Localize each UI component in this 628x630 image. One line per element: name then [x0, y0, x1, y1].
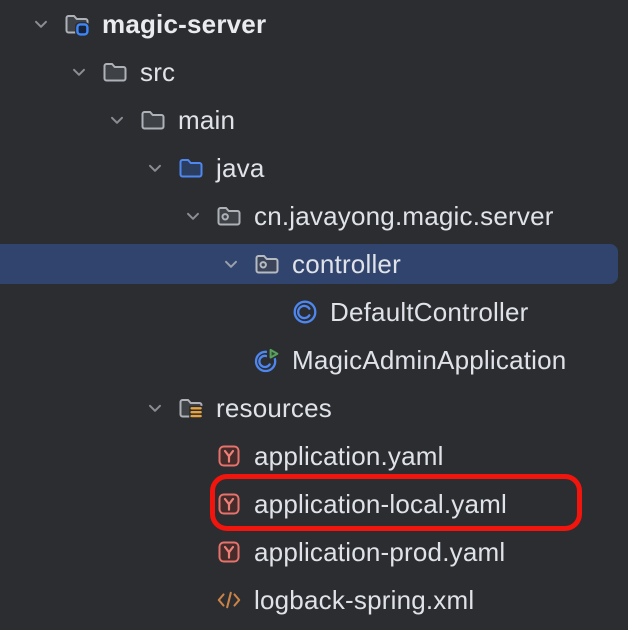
tree-row-application-local-yaml[interactable]: application-local.yaml	[0, 480, 628, 528]
tree-item-label: src	[140, 57, 176, 87]
tree-item-label: logback-spring.xml	[254, 585, 475, 615]
tree-item-label: main	[178, 105, 236, 135]
tree-item-label: java	[216, 153, 265, 183]
tree-item-label: application-local.yaml	[254, 489, 507, 519]
tree-item-label: cn.javayong.magic.server	[254, 201, 554, 231]
tree-item-label: magic-server	[102, 9, 267, 39]
chevron-down-icon[interactable]	[180, 203, 206, 229]
chevron-down-icon[interactable]	[218, 251, 244, 277]
tree-row-controller[interactable]: controller	[0, 240, 628, 288]
chevron-down-icon[interactable]	[142, 155, 168, 181]
tree-item-label: MagicAdminApplication	[292, 345, 567, 375]
tree-item-label: DefaultController	[330, 297, 529, 327]
tree-row-java[interactable]: java	[0, 144, 628, 192]
folder-icon	[100, 57, 130, 87]
tree-item-label: controller	[292, 249, 401, 279]
indent-spacer	[180, 587, 206, 613]
tree-row-logback-spring-xml[interactable]: logback-spring.xml	[0, 576, 628, 624]
tree-row-resources[interactable]: resources	[0, 384, 628, 432]
indent-spacer	[180, 491, 206, 517]
tree-row-main[interactable]: main	[0, 96, 628, 144]
yaml-file-icon	[214, 537, 244, 567]
tree-item-label: resources	[216, 393, 332, 423]
resources-folder-icon	[176, 393, 206, 423]
tree-item-label: application-prod.yaml	[254, 537, 506, 567]
tree-row-default-controller[interactable]: DefaultController	[0, 288, 628, 336]
tree-row-package-cn-javayong-magic-server[interactable]: cn.javayong.magic.server	[0, 192, 628, 240]
indent-spacer	[256, 299, 282, 325]
yaml-file-icon	[214, 489, 244, 519]
runnable-class-icon	[252, 345, 282, 375]
tree-row-src[interactable]: src	[0, 48, 628, 96]
chevron-down-icon[interactable]	[142, 395, 168, 421]
tree-row-application-prod-yaml[interactable]: application-prod.yaml	[0, 528, 628, 576]
chevron-down-icon[interactable]	[28, 11, 54, 37]
tree-row-magic-admin-application[interactable]: MagicAdminApplication	[0, 336, 628, 384]
indent-spacer	[180, 443, 206, 469]
tree-item-label: application.yaml	[254, 441, 444, 471]
indent-spacer	[218, 347, 244, 373]
tree-row-application-yaml[interactable]: application.yaml	[0, 432, 628, 480]
xml-file-icon	[214, 585, 244, 615]
package-icon	[214, 201, 244, 231]
chevron-down-icon[interactable]	[104, 107, 130, 133]
package-icon	[252, 249, 282, 279]
source-folder-icon	[176, 153, 206, 183]
project-folder-icon	[62, 9, 92, 39]
indent-spacer	[180, 539, 206, 565]
class-icon	[290, 297, 320, 327]
folder-icon	[138, 105, 168, 135]
tree-row-magic-server[interactable]: magic-server	[0, 0, 628, 48]
yaml-file-icon	[214, 441, 244, 471]
chevron-down-icon[interactable]	[66, 59, 92, 85]
